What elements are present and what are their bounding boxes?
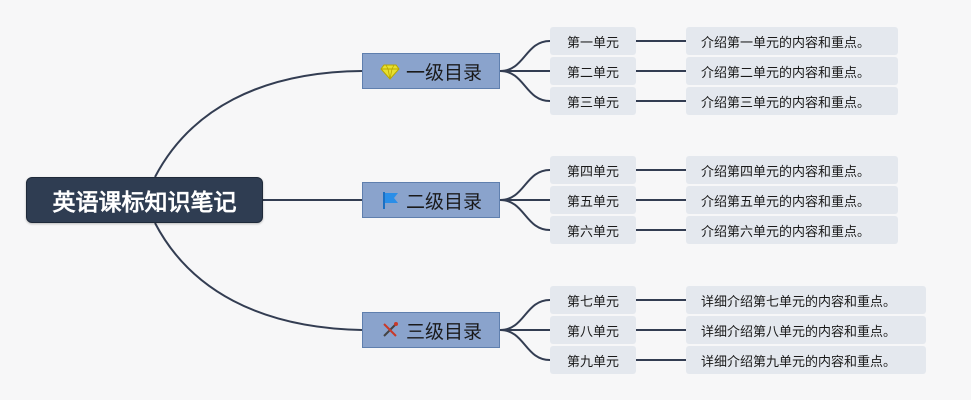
diamond-icon xyxy=(380,61,400,81)
branch-topic-3[interactable]: 三级目录 xyxy=(362,312,500,348)
unit-note[interactable]: 介绍第五单元的内容和重点。 xyxy=(686,186,898,214)
unit-note-text: 介绍第三单元的内容和重点。 xyxy=(701,95,871,111)
unit-label: 第一单元 xyxy=(566,35,619,51)
unit-label: 第九单元 xyxy=(566,354,619,370)
connector-root-branch-3 xyxy=(154,222,363,331)
unit-topic[interactable]: 第三单元 xyxy=(550,87,636,115)
unit-topic[interactable]: 第七单元 xyxy=(550,286,636,314)
unit-note-text: 介绍第一单元的内容和重点。 xyxy=(701,35,871,51)
unit-note-text: 详细介绍第七单元的内容和重点。 xyxy=(701,294,897,310)
branch-topic-3-label: 三级目录 xyxy=(405,320,482,343)
unit-topic[interactable]: 第八单元 xyxy=(550,316,636,344)
unit-label: 第八单元 xyxy=(566,324,619,340)
connector-branch1-unit1 xyxy=(499,40,551,72)
connector-root-branch-1 xyxy=(154,70,363,178)
branch-topic-1[interactable]: 一级目录 xyxy=(362,53,500,89)
root-topic-label: 英语课标知识笔记 xyxy=(52,190,237,216)
unit-topic[interactable]: 第二单元 xyxy=(550,57,636,85)
connector-branch3-unit7 xyxy=(499,299,551,331)
unit-topic[interactable]: 第六单元 xyxy=(550,216,636,244)
flag-icon xyxy=(380,190,400,210)
unit-note[interactable]: 介绍第二单元的内容和重点。 xyxy=(686,57,898,85)
unit-note[interactable]: 详细介绍第七单元的内容和重点。 xyxy=(686,286,926,314)
connector-branch1-unit3 xyxy=(499,70,551,102)
unit-note-text: 详细介绍第九单元的内容和重点。 xyxy=(701,354,897,370)
unit-note-text: 介绍第六单元的内容和重点。 xyxy=(701,224,871,240)
unit-note[interactable]: 介绍第六单元的内容和重点。 xyxy=(686,216,898,244)
branch-topic-2-label: 二级目录 xyxy=(405,190,482,213)
unit-note[interactable]: 介绍第四单元的内容和重点。 xyxy=(686,156,898,184)
unit-topic[interactable]: 第四单元 xyxy=(550,156,636,184)
unit-note-text: 详细介绍第八单元的内容和重点。 xyxy=(701,324,897,340)
unit-topic[interactable]: 第五单元 xyxy=(550,186,636,214)
unit-label: 第二单元 xyxy=(566,65,619,81)
unit-topic[interactable]: 第九单元 xyxy=(550,346,636,374)
unit-note-text: 介绍第二单元的内容和重点。 xyxy=(701,65,871,81)
unit-note[interactable]: 介绍第三单元的内容和重点。 xyxy=(686,87,898,115)
unit-label: 第六单元 xyxy=(566,224,619,240)
branch-topic-1-label: 一级目录 xyxy=(405,61,482,84)
connector-branch2-unit4 xyxy=(499,169,551,201)
unit-note[interactable]: 介绍第一单元的内容和重点。 xyxy=(686,27,898,55)
unit-note-text: 介绍第四单元的内容和重点。 xyxy=(701,164,871,180)
unit-label: 第三单元 xyxy=(566,95,619,111)
unit-label: 第五单元 xyxy=(566,194,619,210)
unit-topic[interactable]: 第一单元 xyxy=(550,27,636,55)
connector-branch3-unit9 xyxy=(499,329,551,361)
tools-icon xyxy=(380,320,400,340)
root-topic[interactable]: 英语课标知识笔记 xyxy=(26,177,263,223)
unit-label: 第四单元 xyxy=(566,164,619,180)
unit-note[interactable]: 详细介绍第八单元的内容和重点。 xyxy=(686,316,926,344)
unit-note[interactable]: 详细介绍第九单元的内容和重点。 xyxy=(686,346,926,374)
connector-branch2-unit6 xyxy=(499,199,551,231)
unit-label: 第七单元 xyxy=(566,294,619,310)
unit-note-text: 介绍第五单元的内容和重点。 xyxy=(701,194,871,210)
branch-topic-2[interactable]: 二级目录 xyxy=(362,182,500,218)
